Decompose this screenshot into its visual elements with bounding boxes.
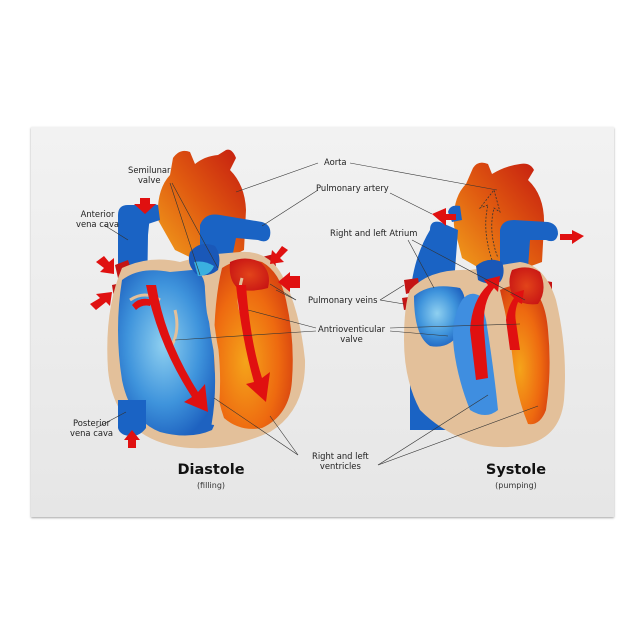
label-atrium: Right and left Atrium — [330, 228, 418, 238]
label-pulmonary-veins: Pulmonary veins — [308, 295, 378, 305]
systole-title: Systole — [485, 462, 547, 478]
leader-lines — [95, 162, 539, 466]
label-pulmonary-artery: Pulmonary artery — [316, 183, 389, 193]
label-ventricles: Right and left ventricles — [312, 451, 369, 471]
systole-heart — [402, 162, 584, 448]
diastole-subtitle: (filling) — [196, 481, 226, 490]
label-aorta: Aorta — [324, 157, 347, 167]
label-posterior-vena-cava: Posterior vena cava — [70, 418, 114, 438]
label-semilunar-valve: Semilunar valve — [128, 165, 171, 185]
label-anterior-vena-cava: Anterior vena cava — [76, 209, 120, 229]
diastole-heart — [90, 149, 306, 449]
diastole-title: Diastole — [177, 462, 245, 478]
blood-flow-arrows — [90, 198, 300, 448]
systole-subtitle: (pumping) — [495, 481, 537, 490]
label-av-valve: Antrioventicular valve — [318, 324, 386, 344]
